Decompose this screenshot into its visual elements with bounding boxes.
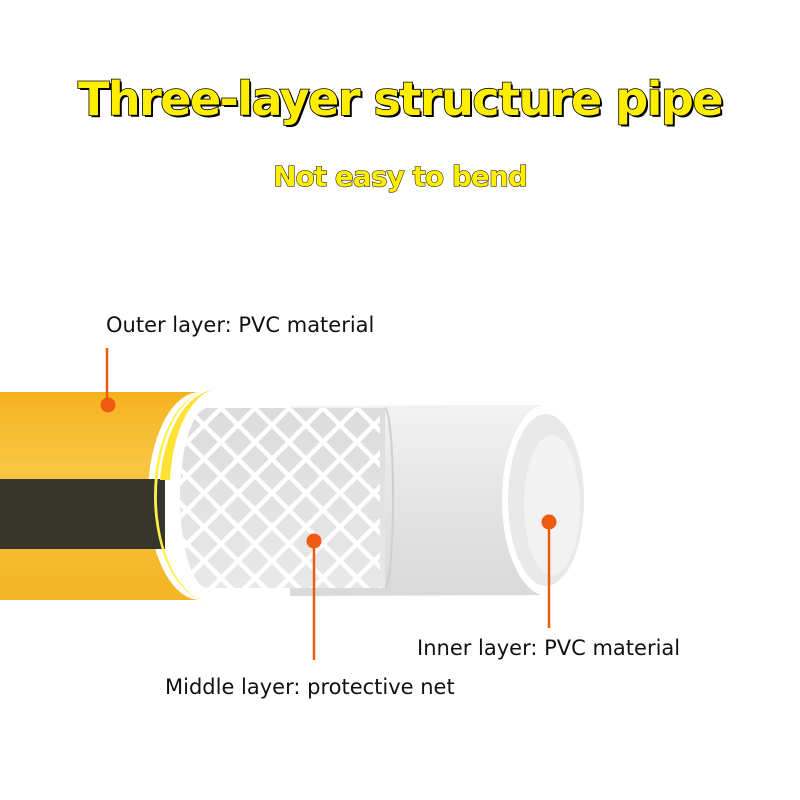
diagram-subtitle: Not easy to bend [273, 160, 529, 194]
outer-layer [0, 390, 212, 602]
outer-layer-label: Outer layer: PVC material [106, 313, 375, 337]
outer-layer-stripe [0, 479, 165, 549]
inner-layer-label: Inner layer: PVC material [417, 636, 681, 660]
middle-marker-dot [306, 533, 322, 549]
middle-net-layer [180, 407, 394, 589]
diagram-title: Three-layer structure pipe [77, 71, 724, 127]
inner-marker-dot [541, 514, 557, 530]
outer-marker-dot [100, 397, 116, 413]
protective-net-mesh [180, 408, 380, 588]
middle-layer-label: Middle layer: protective net [165, 675, 455, 699]
